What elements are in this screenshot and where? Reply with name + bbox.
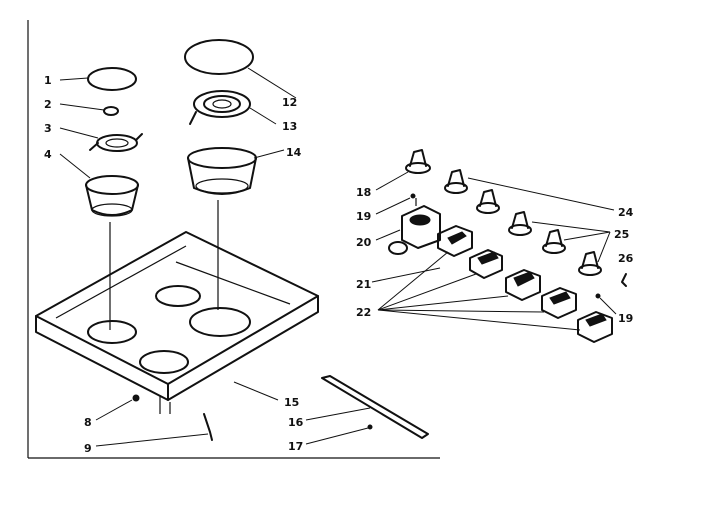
drip-pan-part-4: [85, 175, 139, 217]
label-part-21: 21: [356, 278, 371, 291]
label-part-26: 26: [618, 252, 634, 265]
switch-part-22-c: [505, 269, 541, 301]
screw-part-8: [132, 394, 140, 402]
label-part-19-bottom: 19: [618, 312, 633, 325]
knob-part-25-b: [508, 211, 532, 236]
switch-part-20: [401, 198, 441, 249]
label-part-4: 4: [44, 148, 52, 161]
label-part-12: 12: [282, 96, 297, 109]
clip-part-26: [621, 273, 627, 287]
bar-part-16: [321, 375, 429, 439]
label-part-22: 22: [356, 306, 371, 319]
spacer-part-21: [388, 241, 408, 255]
leader-lines: [59, 67, 617, 447]
label-part-18: 18: [356, 186, 371, 199]
knob-part-18: [405, 149, 431, 174]
label-part-17: 17: [288, 440, 303, 453]
knob-part-25-c: [542, 229, 566, 254]
screw-part-17: [367, 424, 373, 430]
label-part-14: 14: [286, 146, 302, 159]
label-part-24: 24: [618, 206, 634, 219]
drip-pan-part-14: [187, 147, 257, 195]
label-part-8: 8: [84, 416, 92, 429]
screw-part-19-top: [410, 193, 416, 199]
element-part-13: [189, 90, 251, 125]
trim-ring-part-1: [87, 67, 137, 91]
trim-ring-part-12: [184, 39, 254, 75]
label-part-9: 9: [84, 442, 92, 455]
clip-part-2: [103, 106, 119, 116]
knob-part-25-d: [578, 251, 602, 276]
knob-part-25-a: [476, 189, 500, 214]
label-part-25: 25: [614, 228, 629, 241]
switch-part-22-a: [437, 225, 473, 257]
switch-part-22-e: [577, 311, 613, 343]
switch-part-22-b: [469, 249, 503, 279]
label-part-2: 2: [44, 98, 52, 111]
knob-part-24: [444, 169, 468, 194]
label-part-19-top: 19: [356, 210, 371, 223]
element-part-3: [89, 133, 143, 152]
cooktop-part-15: [35, 231, 319, 414]
label-part-1: 1: [44, 74, 52, 87]
bracket-part-9: [203, 413, 213, 441]
label-part-15: 15: [284, 396, 299, 409]
label-part-20: 20: [356, 236, 372, 249]
label-part-13: 13: [282, 120, 297, 133]
screw-part-19-bottom: [595, 293, 601, 299]
label-part-16: 16: [288, 416, 304, 429]
label-part-3: 3: [44, 122, 52, 135]
switch-part-22-d: [541, 287, 577, 319]
